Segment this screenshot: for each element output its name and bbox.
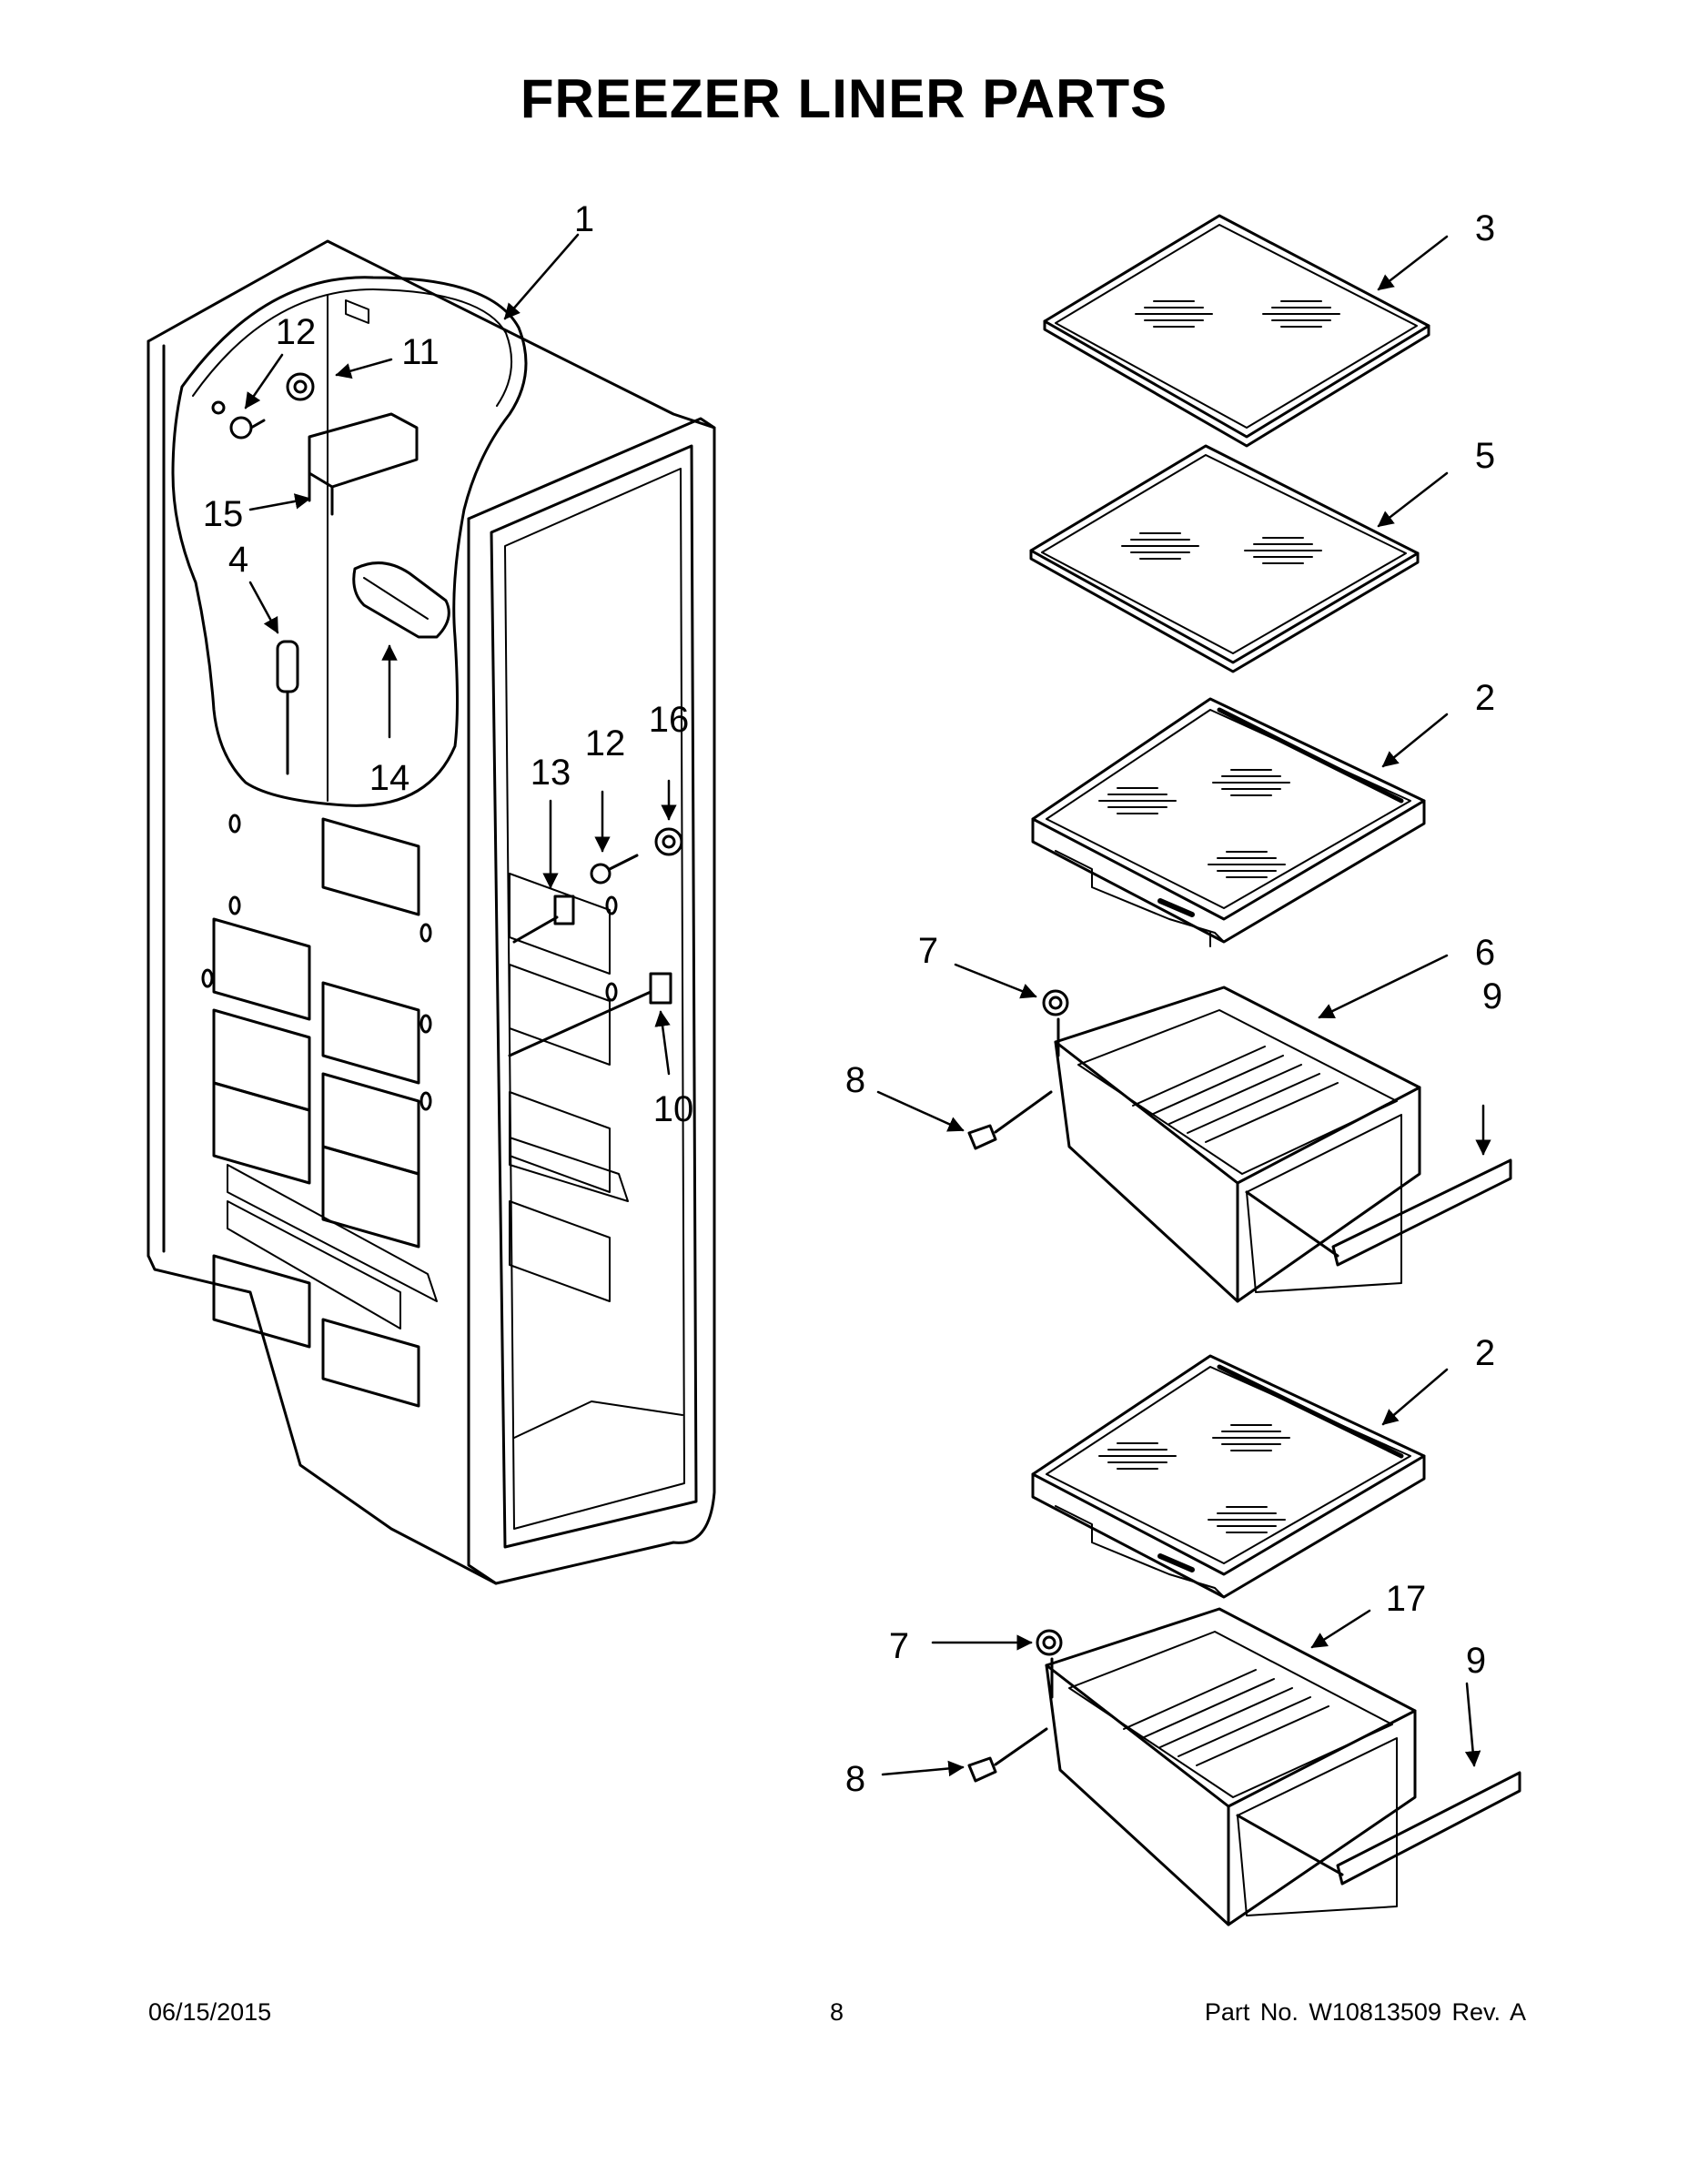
callout-label-17: 17 — [1386, 1579, 1427, 1619]
page-title: FREEZER LINER PARTS — [520, 68, 1168, 129]
footer-date: 06/15/2015 — [148, 1998, 272, 2026]
callout-labels: 1 3 5 2 2 6 17 7 7 8 8 9 9 16 12 12 13 1… — [203, 199, 1502, 1799]
callout-label-5: 5 — [1475, 436, 1495, 476]
callout-label-3: 3 — [1475, 208, 1495, 248]
slide-shelf-upper — [1031, 697, 1426, 947]
freezer-liner — [147, 239, 716, 1585]
callout-label-8-lower: 8 — [845, 1759, 865, 1799]
glass-shelf-5 — [1029, 444, 1420, 673]
callout-label-9-lower: 9 — [1466, 1641, 1486, 1681]
callout-label-9-upper: 9 — [1482, 976, 1502, 1016]
callout-label-10: 10 — [653, 1089, 694, 1129]
callout-label-14: 14 — [369, 758, 410, 798]
callout-label-16: 16 — [649, 700, 690, 740]
callout-label-11: 11 — [401, 332, 440, 372]
callout-label-13: 13 — [531, 753, 571, 793]
footer-page-number: 8 — [830, 1998, 844, 2026]
callout-label-2-lower: 2 — [1475, 1333, 1495, 1373]
glass-shelf-3 — [1043, 214, 1430, 448]
footer-part-number: Part No. W10813509 Rev. A — [1204, 1998, 1526, 2026]
crisper-pan-6 — [967, 986, 1512, 1303]
slide-shelf-lower — [1031, 1354, 1426, 1599]
callout-label-12-top: 12 — [276, 312, 317, 352]
callout-label-7-upper: 7 — [918, 931, 938, 971]
leader-arrows — [244, 233, 1491, 1777]
callout-label-2-upper: 2 — [1475, 678, 1495, 718]
callout-label-4: 4 — [228, 540, 248, 580]
callout-label-15: 15 — [203, 494, 244, 534]
callout-label-7-lower: 7 — [889, 1626, 909, 1666]
callout-label-6: 6 — [1475, 933, 1495, 973]
crisper-pan-17 — [967, 1607, 1521, 1926]
callout-label-8-upper: 8 — [845, 1060, 865, 1100]
callout-label-12-liner: 12 — [585, 723, 626, 763]
callout-label-1: 1 — [574, 199, 594, 239]
